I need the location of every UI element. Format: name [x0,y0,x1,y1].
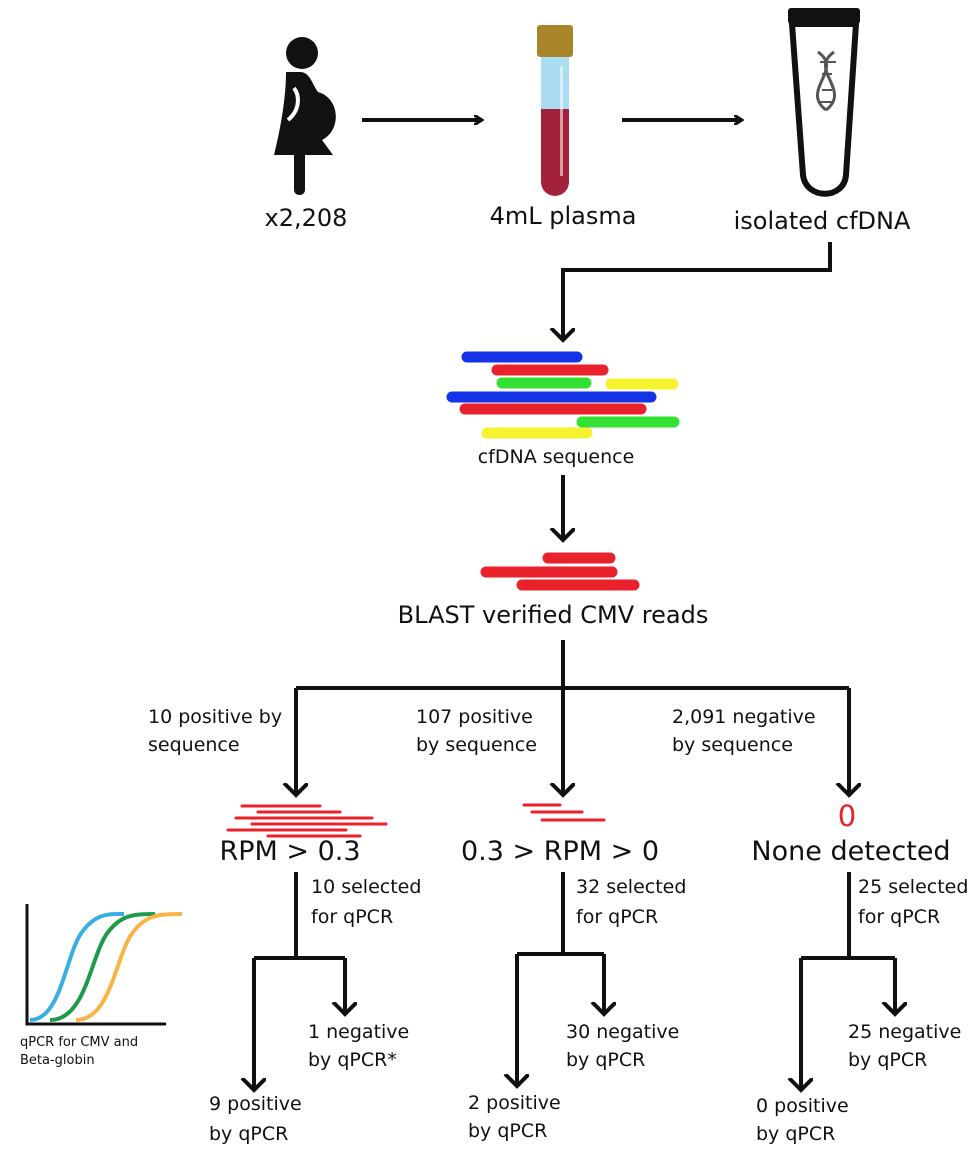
dna-microtube-icon [788,8,860,197]
branch2-selected-line2: for qPCR [576,906,659,928]
branch2-seq-result-line1: 107 positive [416,706,533,728]
tube-blood [541,109,569,196]
branch3-negative-line1: 25 negative [848,1021,962,1043]
branch3-zero-mark: 0 [837,799,857,833]
branch2-positive-line1: 2 positive [468,1092,561,1114]
branch1-seq-result-line1: 10 positive by [148,706,283,728]
branch2-selected-line1: 32 selected [576,876,687,898]
branch1-seq-result-line2: sequence [148,734,240,756]
branch3-positive-line1: 0 positive [756,1095,849,1117]
qpcr-legend-line2: Beta-globin [20,1053,95,1068]
tube-cap [537,25,573,57]
tube-plasma [541,57,569,109]
branch1-positive-line2: by qPCR [209,1123,289,1145]
branch3-negative-line2: by qPCR [848,1049,928,1071]
reads-low-rpm [522,803,606,822]
branch3-seq-result-line2: by sequence [672,734,793,756]
branch1-positive-line1: 9 positive [209,1093,302,1115]
branch3-selected-line2: for qPCR [858,906,941,928]
branch3-lines [801,872,895,1090]
branch3-positive-line2: by qPCR [756,1123,836,1145]
branch2-negative-line2: by qPCR [566,1049,646,1071]
sample-count-label: x2,208 [264,204,348,232]
plasma-volume-label: 4mL plasma [489,202,637,230]
qpcr-legend-line1: qPCR for CMV and [20,1035,139,1050]
cfdna-sequence-label: cfDNA sequence [477,446,635,468]
branch2-positive-line2: by qPCR [468,1120,548,1142]
branch1-lines [254,872,345,1090]
sequence-reads [446,351,680,439]
isolated-cfdna-label: isolated cfDNA [733,207,911,235]
branch3-seq-result-line1: 2,091 negative [672,706,816,728]
blast-verified-label: BLAST verified CMV reads [397,601,709,629]
reads-high-rpm [226,804,388,838]
branch1-negative-line2: by qPCR* [308,1049,397,1071]
branch1-selected-line1: 10 selected [311,876,422,898]
branch3-category: None detected [751,836,951,867]
branch2-lines [517,872,604,1086]
branch3-selected-line1: 25 selected [858,876,969,898]
arrow-cfdna-to-sequence [563,242,832,340]
branch2-category: 0.3 > RPM > 0 [460,836,660,867]
branch2-negative-line1: 30 negative [566,1021,680,1043]
pregnant-woman-icon [274,37,336,195]
branch1-negative-line1: 1 negative [308,1021,410,1043]
branch2-seq-result-line2: by sequence [416,734,537,756]
branch1-selected-line2: for qPCR [311,906,394,928]
blast-reads [480,552,640,591]
qpcr-curves-icon [25,904,183,1026]
blood-tube-icon [537,25,573,196]
branch-lines [296,640,849,795]
branch1-category: RPM > 0.3 [219,836,361,867]
